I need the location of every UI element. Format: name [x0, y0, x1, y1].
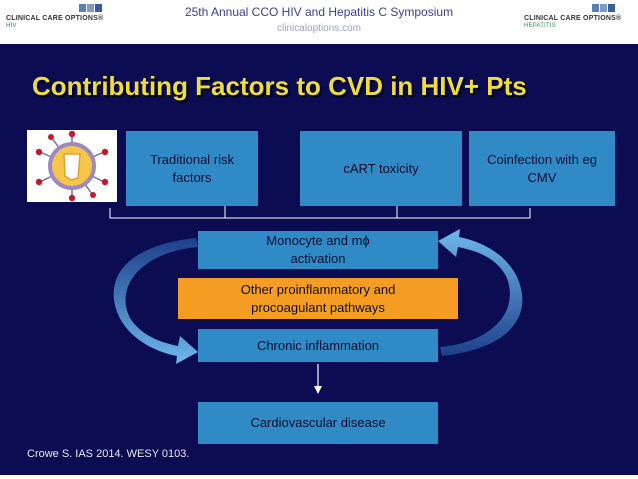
logo-right-name: CLINICAL CARE OPTIONS® — [524, 15, 622, 22]
cco-logo-mark-left — [79, 4, 102, 12]
factor-coinfection: Coinfection with eg CMV — [469, 131, 615, 206]
logo-right-sub: HEPATITIS — [524, 23, 556, 29]
factor-bracket — [109, 206, 531, 219]
header: CLINICAL CARE OPTIONS® HIV 25th Annual C… — [0, 0, 638, 44]
hiv-virus-illustration — [27, 130, 117, 202]
logo-left-name: CLINICAL CARE OPTIONS® — [6, 15, 104, 22]
cardiovascular-disease-box: Cardiovascular disease — [198, 402, 438, 444]
header-title: 25th Annual CCO HIV and Hepatitis C Symp… — [184, 5, 454, 19]
cco-logo-mark-right — [592, 4, 615, 12]
slide-bottom-strip — [0, 475, 638, 479]
slide-title: Contributing Factors to CVD in HIV+ Pts — [32, 71, 527, 101]
cco-logo-right: CLINICAL CARE OPTIONS® HEPATITIS — [524, 15, 621, 29]
factor-traditional-risk: Traditional risk factors — [126, 131, 258, 206]
cycle-arrow-right — [438, 229, 523, 356]
logo-left-sub: HIV — [6, 23, 17, 29]
cco-logo-left: CLINICAL CARE OPTIONS® HIV — [6, 15, 103, 29]
factor-cart-toxicity: cART toxicity — [300, 131, 462, 206]
monocyte-activation-box: Monocyte and mϕ activation — [198, 231, 438, 269]
citation-footnote: Crowe S. IAS 2014. WESY 0103. — [27, 448, 190, 460]
down-arrow — [314, 364, 322, 394]
chronic-inflammation-box: Chronic inflammation — [198, 329, 438, 362]
cycle-arrow-left — [113, 238, 198, 364]
header-url: clinicaloptions.com — [277, 23, 361, 34]
hiv-virus-icon — [35, 130, 109, 202]
proinflammatory-pathways-box: Other proinflammatory and procoagulant p… — [178, 278, 458, 319]
